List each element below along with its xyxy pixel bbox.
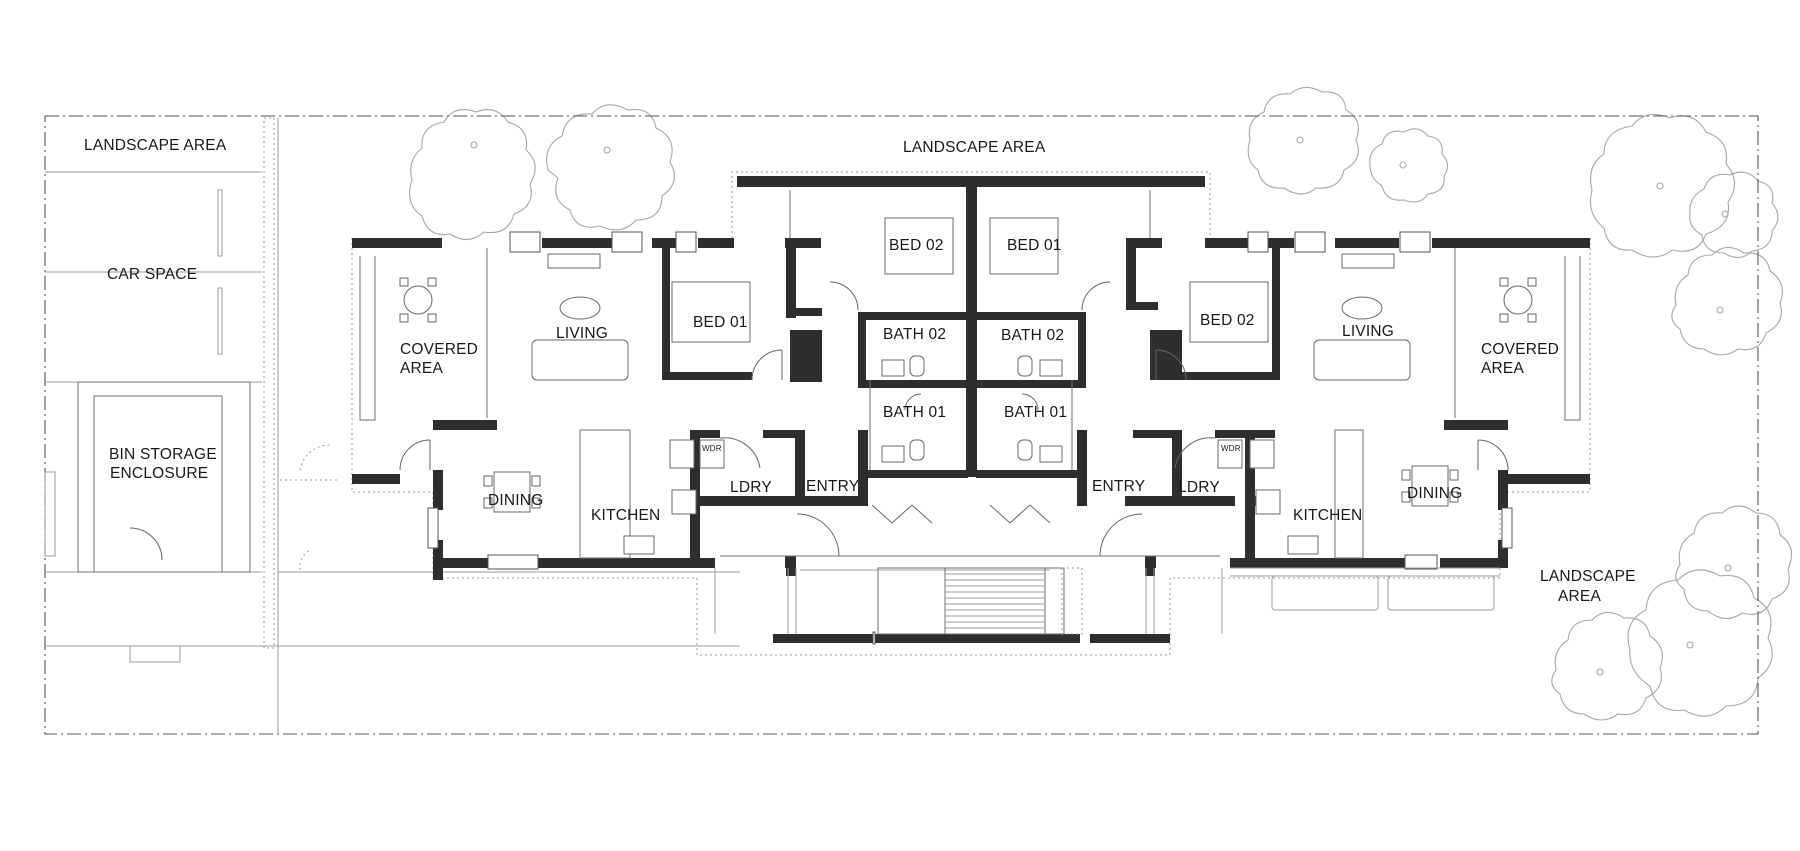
furniture [359, 217, 1581, 555]
tree-icon [1589, 113, 1736, 258]
washer-icon [1217, 439, 1243, 469]
label-covered-area-right-2: AREA [1481, 360, 1524, 377]
bed-icon [884, 217, 954, 275]
label-entry-right: ENTRY [1092, 478, 1145, 495]
room-labels: LANDSCAPE AREA LANDSCAPE AREA LANDSCAPE … [84, 137, 1636, 605]
label-bath01-left: BATH 01 [883, 404, 946, 421]
tree-icon [546, 104, 676, 231]
label-covered-area-left: COVERED [400, 341, 478, 358]
label-wdr-right: WDR [1221, 444, 1241, 453]
label-landscape-right: LANDSCAPE [1540, 568, 1636, 585]
sofa-icon [531, 339, 629, 381]
cooktop-icon [1255, 489, 1281, 515]
site-boundary [44, 115, 1759, 735]
label-bed02-right: BED 02 [1200, 312, 1255, 329]
dryer-icon [1249, 439, 1275, 469]
left-site-zones [44, 117, 740, 734]
label-entry-left: ENTRY [806, 478, 859, 495]
label-landscape-top-left: LANDSCAPE AREA [84, 137, 227, 154]
tv-unit [547, 253, 601, 269]
label-living-right: LIVING [1342, 323, 1394, 340]
label-covered-area-left-2: AREA [400, 360, 443, 377]
toilet-icon [1017, 439, 1033, 461]
label-kitchen-right: KITCHEN [1293, 507, 1362, 524]
outdoor-table-icon [399, 277, 437, 323]
tree-icon [1675, 505, 1793, 620]
coffee-table [1341, 296, 1383, 320]
toilet-icon [1017, 355, 1033, 377]
label-kitchen-left: KITCHEN [591, 507, 660, 524]
basin-icon [881, 359, 905, 377]
building-outline [351, 171, 1591, 656]
label-dining-left: DINING [488, 492, 543, 509]
label-bath01-right: BATH 01 [1004, 404, 1067, 421]
label-car-space: CAR SPACE [107, 266, 197, 283]
tree-icon [1689, 171, 1779, 259]
label-bin-enclosure: ENCLOSURE [110, 465, 208, 482]
label-bath02-right: BATH 02 [1001, 327, 1064, 344]
label-living-left: LIVING [556, 325, 608, 342]
windows [427, 190, 1513, 645]
washer-icon [699, 439, 725, 469]
label-landscape-top: LANDSCAPE AREA [903, 139, 1046, 156]
coffee-table [559, 296, 601, 320]
sink-icon [1287, 535, 1319, 555]
label-bath02-left: BATH 02 [883, 326, 946, 343]
bed-icon [989, 217, 1059, 275]
basin-icon [881, 445, 905, 463]
label-landscape-right-2: AREA [1558, 588, 1601, 605]
toilet-icon [909, 355, 925, 377]
walls [352, 176, 1590, 643]
tree-icon [1627, 569, 1773, 717]
dryer-icon [669, 439, 695, 469]
bed-icon [671, 281, 751, 343]
label-bed02-top: BED 02 [889, 237, 944, 254]
label-dining-right: DINING [1407, 485, 1462, 502]
label-ldry-right: LDRY [1178, 479, 1220, 496]
stair [714, 567, 1500, 635]
label-wdr-left: WDR [702, 444, 722, 453]
bed-icon [1189, 281, 1269, 343]
cooktop-icon [671, 489, 697, 515]
tv-unit [1341, 253, 1395, 269]
toilet-icon [909, 439, 925, 461]
label-bin-storage: BIN STORAGE [109, 446, 217, 463]
tree-icon [1247, 86, 1359, 195]
dining-table-icon [1401, 465, 1459, 507]
tree-icon [1369, 128, 1449, 203]
basin-icon [1039, 445, 1063, 463]
trees [409, 86, 1793, 721]
tree-icon [1551, 611, 1663, 721]
label-bed01-left: BED 01 [693, 314, 748, 331]
dining-table-icon [483, 471, 541, 513]
label-covered-area-right: COVERED [1481, 341, 1559, 358]
label-ldry-left: LDRY [730, 479, 772, 496]
tree-icon [1671, 246, 1783, 356]
sofa-icon [1313, 339, 1411, 381]
label-bed01-top: BED 01 [1007, 237, 1062, 254]
basin-icon [1039, 359, 1063, 377]
tree-icon [409, 109, 536, 241]
outdoor-table-icon [1499, 277, 1537, 323]
doors [399, 281, 1509, 557]
sink-icon [623, 535, 655, 555]
